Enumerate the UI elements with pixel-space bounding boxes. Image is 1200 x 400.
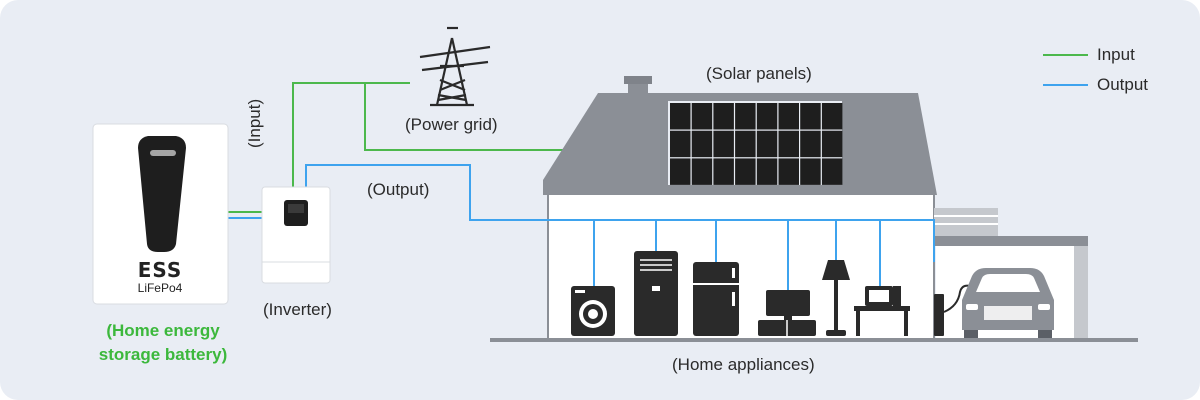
solar-cell (778, 158, 799, 185)
battery-caption: (Home energy storage battery) (80, 319, 246, 367)
inverter-label: (Inverter) (263, 300, 332, 319)
legend-output-label: Output (1097, 75, 1149, 94)
solar-cell (821, 130, 843, 158)
car-icon (962, 268, 1054, 338)
solar-cell (778, 103, 799, 130)
solar-cell (735, 130, 756, 158)
solar-cell (691, 158, 713, 185)
solar-cell (821, 103, 843, 130)
output-wiring (228, 164, 935, 292)
solar-cell (735, 158, 756, 185)
solar-cell (778, 130, 799, 158)
solar-cell (756, 103, 778, 130)
solar-cell (800, 103, 821, 130)
battery-unit (92, 123, 229, 305)
solar-cell (670, 130, 691, 158)
solar-cell (800, 130, 821, 158)
battery-chemistry: LiFePo4 (137, 281, 183, 295)
floor-lamp-icon (822, 260, 850, 336)
solar-cell (713, 158, 734, 185)
output-label: (Output) (367, 180, 430, 199)
solar-cell (756, 158, 778, 185)
solar-panels-label: (Solar panels) (706, 64, 812, 83)
solar-cell (735, 103, 756, 130)
tv-icon (758, 290, 816, 336)
solar-cell (713, 103, 734, 130)
solar-cell (713, 130, 734, 158)
input-label: (Input) (245, 98, 264, 148)
solar-cell (691, 130, 713, 158)
air-conditioner-icon (634, 251, 678, 336)
ev-charger-icon (934, 284, 971, 336)
battery-caption-line1: (Home energy (106, 321, 220, 340)
solar-cell (821, 158, 843, 185)
solar-panel-icon (668, 101, 843, 185)
solar-cell (756, 130, 778, 158)
battery-brand: ESS (137, 258, 183, 282)
legend-input-label: Input (1097, 45, 1135, 64)
computer-desk-icon (854, 286, 910, 336)
refrigerator-icon (693, 262, 739, 336)
solar-cell (670, 103, 691, 130)
home-appliances-label: (Home appliances) (672, 355, 815, 374)
solar-cell (800, 158, 821, 185)
power-tower-icon (419, 26, 491, 107)
inverter-unit (261, 186, 331, 284)
washing-machine-icon (571, 286, 615, 336)
power-grid-label: (Power grid) (405, 115, 498, 134)
solar-cell (691, 103, 713, 130)
battery-caption-line2: storage battery) (98, 345, 228, 364)
solar-cell (670, 158, 691, 185)
